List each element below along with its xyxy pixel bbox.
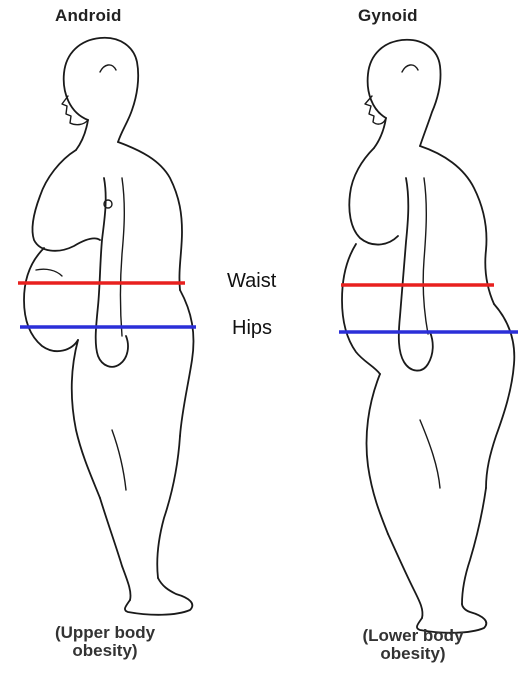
gynoid-caption: (Lower body obesity) xyxy=(318,627,508,663)
waist-label: Waist xyxy=(227,270,276,293)
gynoid-caption-line1: (Lower body xyxy=(318,627,508,645)
hips-label: Hips xyxy=(232,317,272,340)
gynoid-caption-line2: obesity) xyxy=(318,645,508,663)
android-caption: (Upper body obesity) xyxy=(10,624,200,660)
gynoid-figure xyxy=(342,40,514,633)
android-caption-line2: obesity) xyxy=(10,642,200,660)
android-caption-line1: (Upper body xyxy=(10,624,200,642)
